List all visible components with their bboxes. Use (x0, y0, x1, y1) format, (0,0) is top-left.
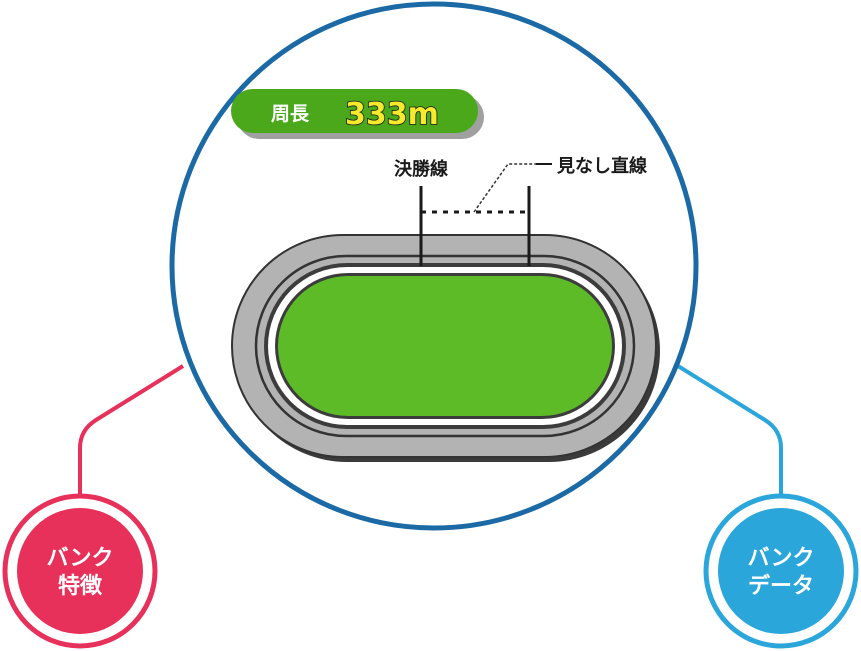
infield (278, 276, 612, 416)
bank-data-line1: バンク (747, 546, 814, 571)
apparent-straight-label: 見なし直線 (556, 155, 647, 177)
circumference-label: 周長 (271, 103, 310, 125)
bank-data-line2: データ (748, 573, 814, 599)
bank-features-line2: 特徴 (58, 573, 103, 599)
finish-line-label: 決勝線 (394, 158, 448, 180)
bank-features-line1: バンク (46, 546, 113, 571)
bank-data-button[interactable]: バンク データ (703, 493, 859, 649)
track-lane-line (254, 254, 636, 438)
race-track (231, 234, 660, 462)
bank-features-button[interactable]: バンク 特徴 (2, 493, 158, 649)
circumference-badge: 周長 333m (231, 89, 484, 139)
circumference-value: 333m (345, 97, 439, 132)
connector-line-features (78, 364, 185, 498)
connector-line-data (676, 364, 783, 498)
